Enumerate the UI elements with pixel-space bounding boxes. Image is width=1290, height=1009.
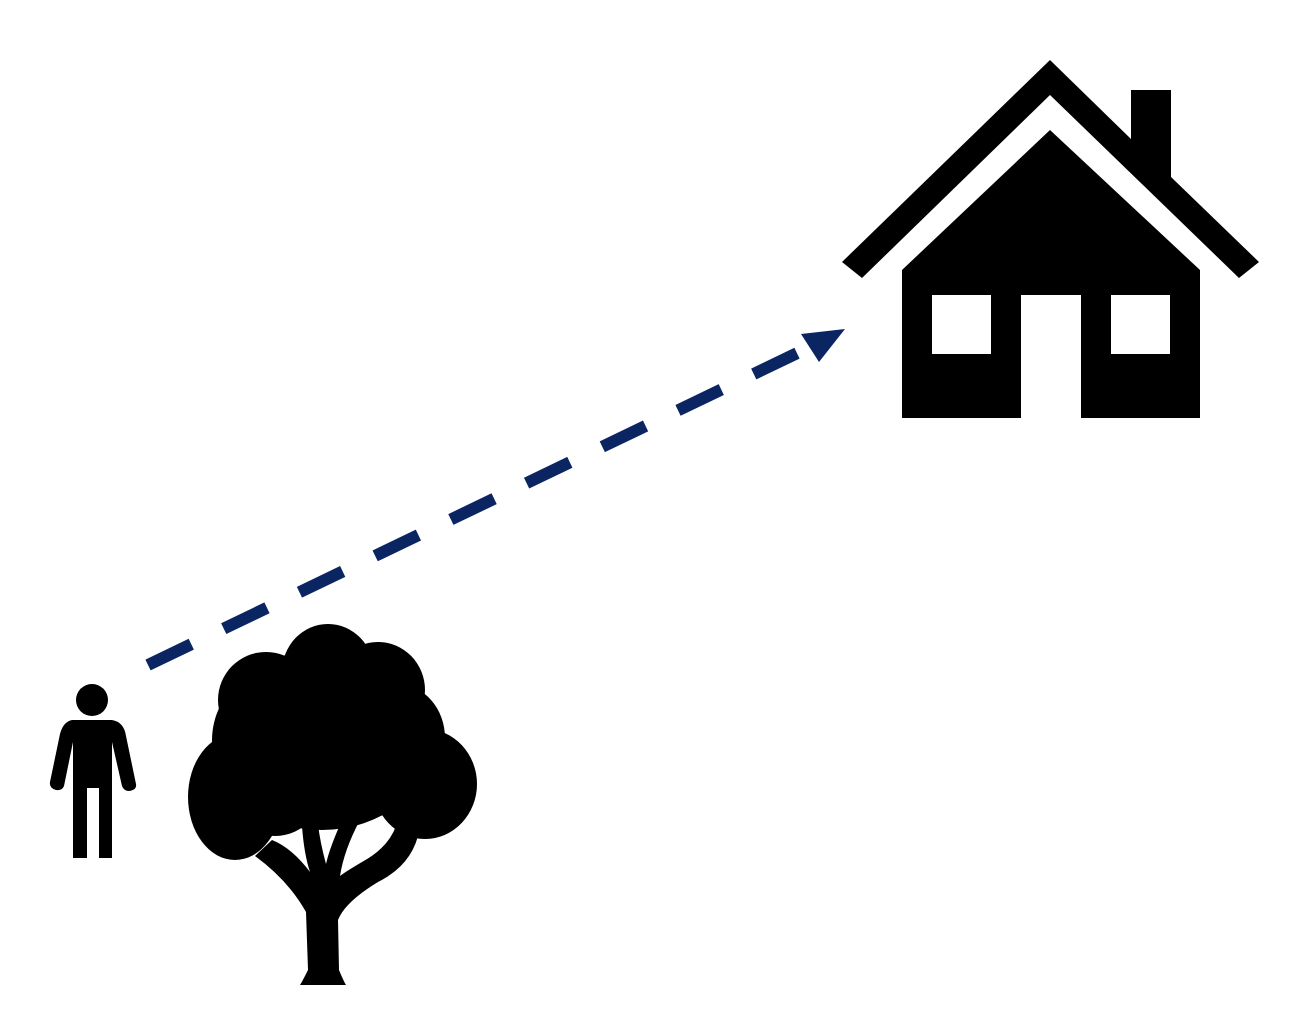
dashed-arrow-person-to-house [145,329,845,671]
dashed-arrow-line [145,340,815,671]
house-icon [842,60,1259,418]
tree-icon [188,624,477,985]
person-icon [49,684,137,858]
arrow-head [801,329,845,362]
